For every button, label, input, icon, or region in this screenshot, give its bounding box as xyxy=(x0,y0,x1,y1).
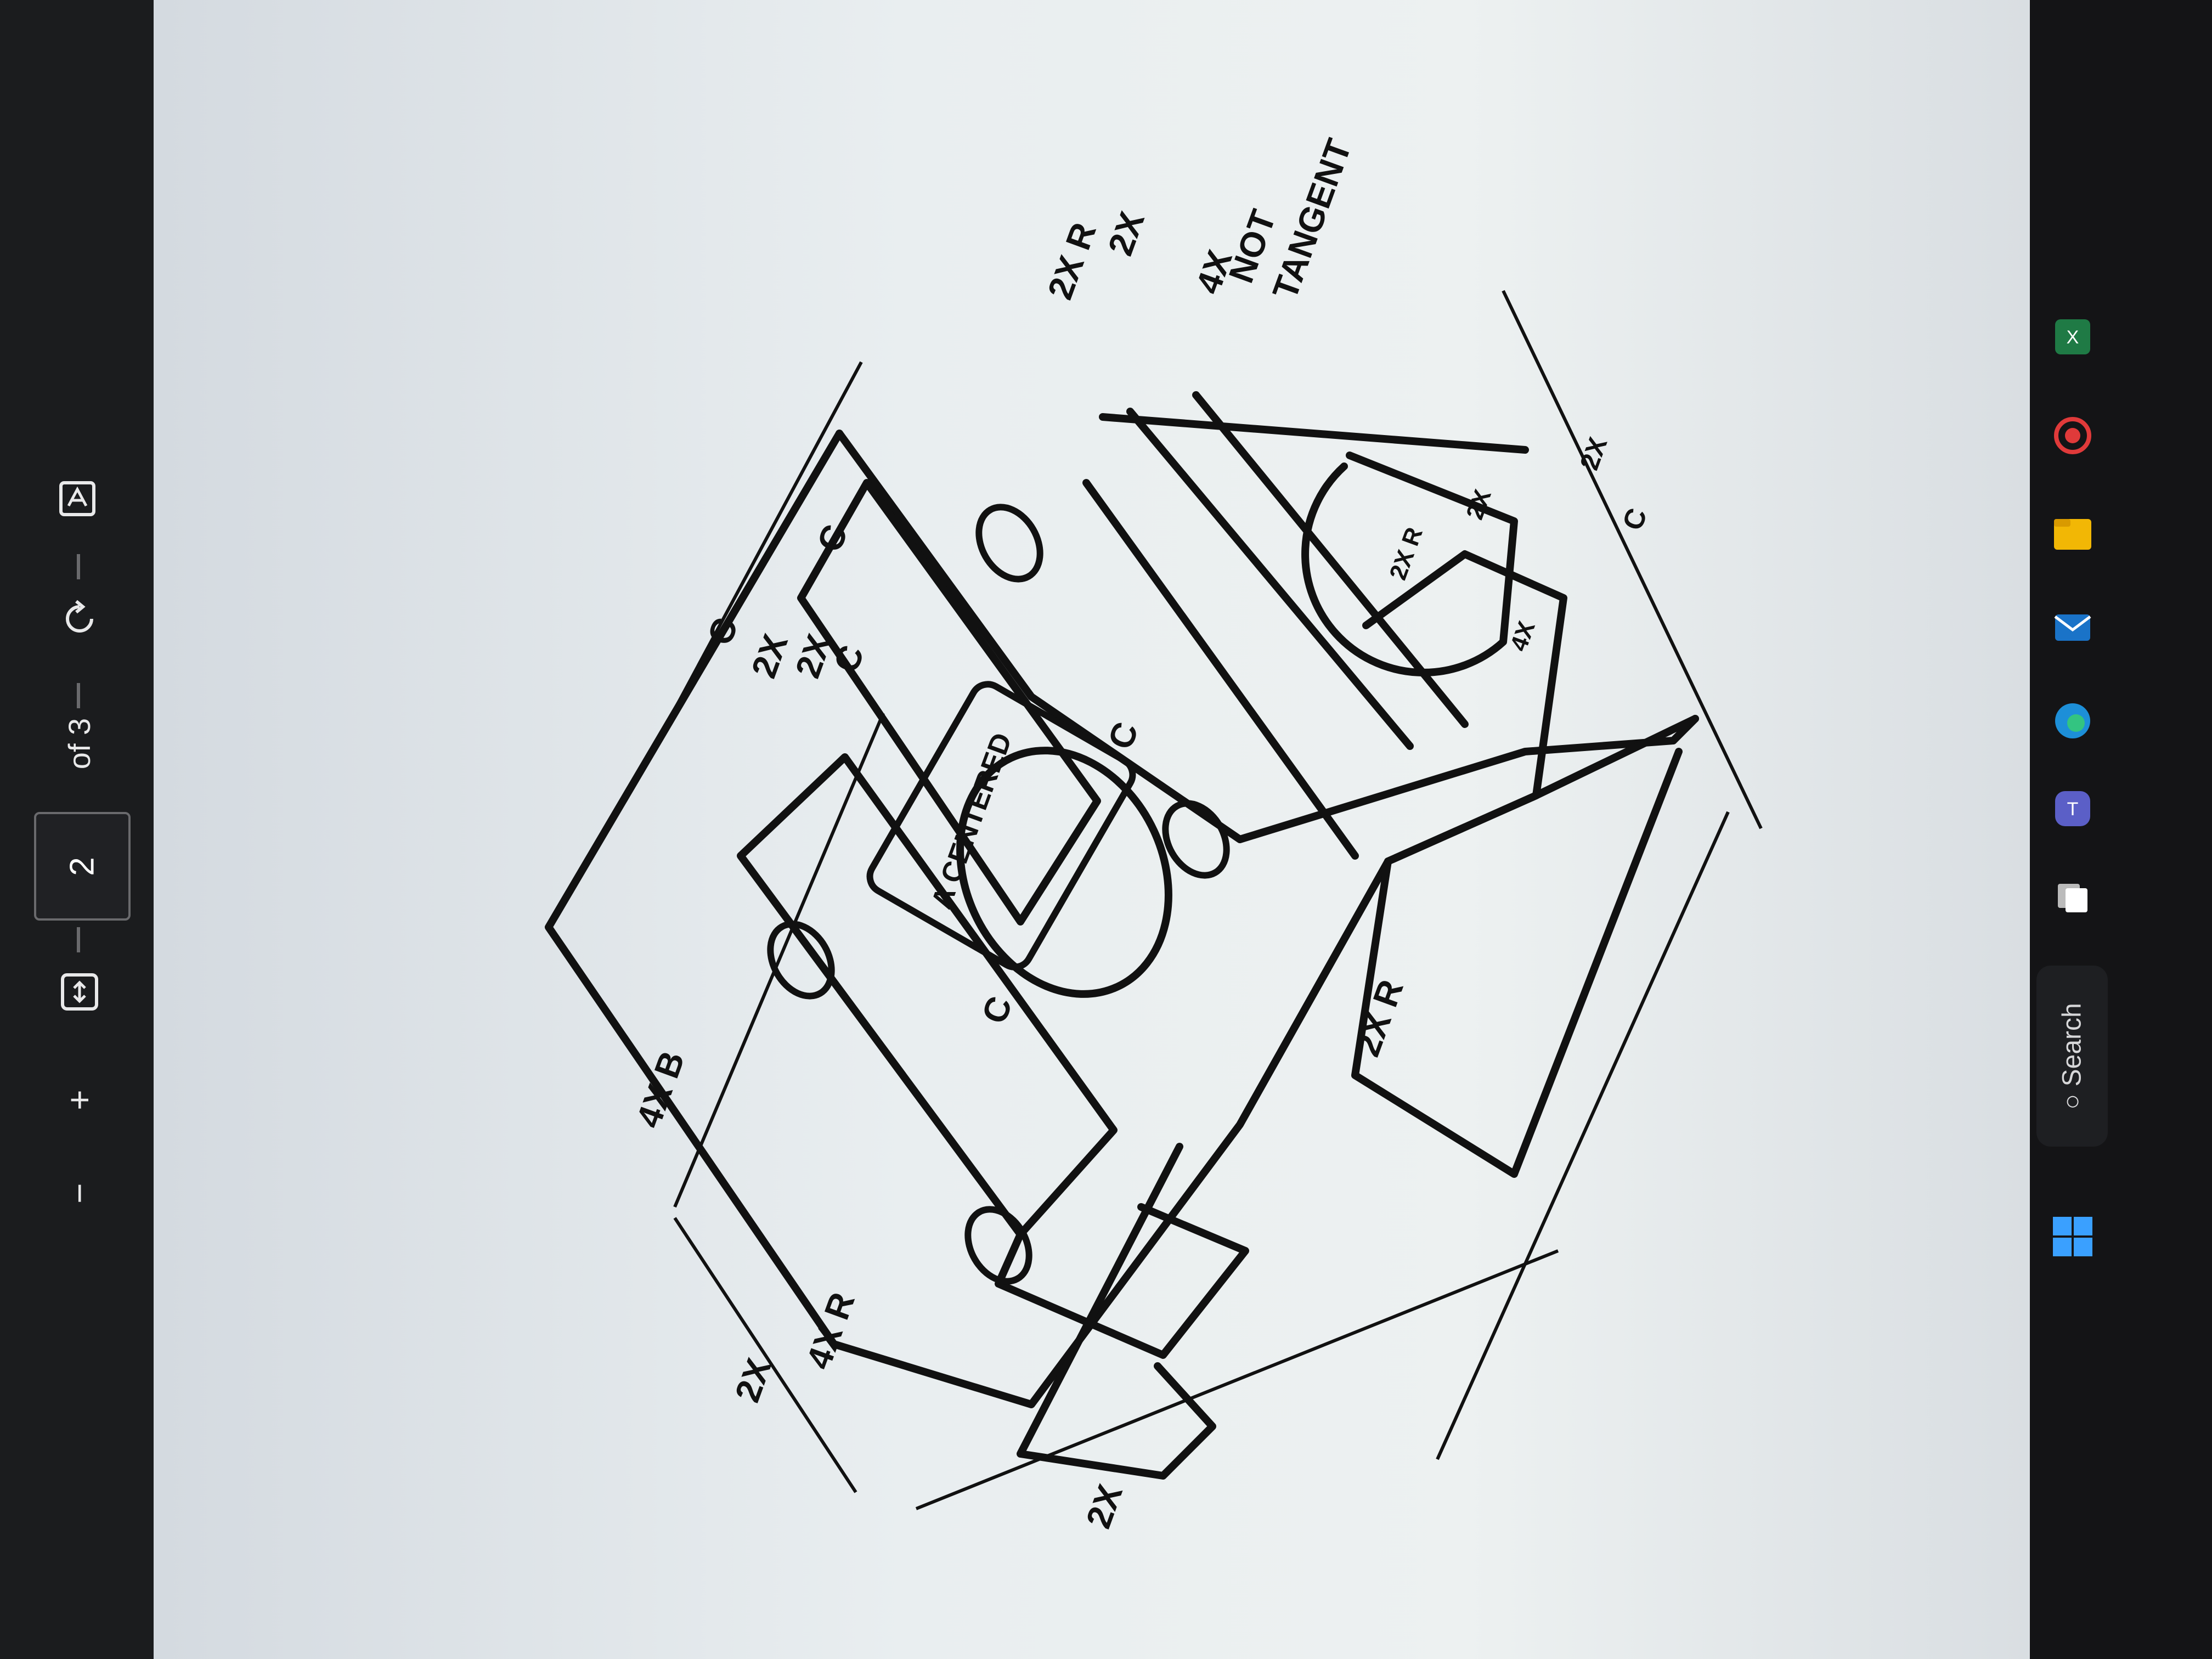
search-label: Search xyxy=(2057,1002,2087,1086)
record-icon xyxy=(2051,414,2095,464)
edge-button[interactable] xyxy=(2040,691,2106,757)
teams-icon: T xyxy=(2052,788,2094,836)
dimension-line xyxy=(1502,290,1763,830)
dimension-line xyxy=(624,361,863,802)
holes xyxy=(767,504,1230,1285)
read-aloud-button[interactable] xyxy=(49,472,110,532)
label-4x-slot: 4X xyxy=(1505,618,1540,654)
label-2x-r-slot: 2X R xyxy=(1384,524,1428,584)
search-icon: ○ xyxy=(2057,1086,2087,1110)
center-boss xyxy=(956,747,1172,998)
dimension-line xyxy=(1436,811,1730,1460)
file-explorer-button[interactable] xyxy=(2040,505,2106,571)
hole-bottom-right xyxy=(1162,800,1230,879)
mail-icon xyxy=(2051,606,2095,656)
hole-top-right xyxy=(975,504,1043,583)
task-view-button[interactable] xyxy=(2040,867,2106,933)
read-aloud-icon xyxy=(55,474,104,531)
label-c-top-1: C xyxy=(699,613,745,650)
dimension-lines xyxy=(624,290,1763,1510)
fit-page-icon xyxy=(58,970,101,1022)
upper-plate xyxy=(797,479,1101,926)
label-2x-r-mid: 2X R xyxy=(1347,974,1410,1061)
rotate-button[interactable] xyxy=(49,592,110,653)
zoom-out-button[interactable]: − xyxy=(60,1183,99,1204)
outline-edge-top xyxy=(836,430,1699,843)
technical-drawing: 4X B 2X 4X R 2X C 2X C 2X C A CENTERED C… xyxy=(545,134,1763,1533)
label-2x-slot-b: 2X xyxy=(1575,433,1613,473)
drawing-outline xyxy=(545,391,1699,1480)
left-slot xyxy=(995,1203,1249,1359)
windows-taskbar xyxy=(2030,0,2212,1659)
label-2x-slot-a: 2X xyxy=(1461,486,1496,523)
edge-icon xyxy=(2051,699,2095,749)
zoom-in-button[interactable]: + xyxy=(60,1090,99,1110)
right-block xyxy=(1362,550,1567,865)
dimension-line xyxy=(673,1217,857,1493)
svg-text:T: T xyxy=(2067,799,2079,820)
page-number-field[interactable]: 2 xyxy=(34,812,131,921)
hole-bottom-left xyxy=(964,1206,1032,1285)
svg-text:X: X xyxy=(2067,327,2079,348)
taskbar-search[interactable]: ○ Search xyxy=(2036,966,2108,1147)
label-c-slot: C xyxy=(1617,504,1654,534)
edge-line xyxy=(1192,391,1469,728)
excel-icon: X xyxy=(2051,315,2095,365)
dimension-line xyxy=(673,712,885,1208)
upper-plate-inner xyxy=(737,753,1118,1238)
label-2x-bottom: 2X xyxy=(1078,1479,1130,1533)
label-c-inner: C xyxy=(826,640,871,678)
mail-button[interactable] xyxy=(2040,598,2106,664)
excel-button[interactable]: X xyxy=(2040,307,2106,373)
edge-line xyxy=(1126,408,1414,750)
right-block-side xyxy=(1351,748,1683,1178)
dimension-line xyxy=(915,1249,1559,1510)
rotate-icon xyxy=(58,597,101,649)
toolbar-divider xyxy=(77,683,80,708)
page-total-label: of 3 xyxy=(62,718,97,769)
windows-start-icon xyxy=(2051,1215,2095,1265)
lower-channel xyxy=(1017,1143,1216,1480)
centered-pocket xyxy=(866,681,1136,970)
fit-page-button[interactable] xyxy=(49,966,110,1026)
label-2x-r-right: 2X R xyxy=(1040,217,1103,304)
label-2x-right: 2X xyxy=(1100,206,1152,260)
pdf-toolbar: − + 2 of 3 xyxy=(0,0,154,1659)
task-view-icon xyxy=(2053,877,2092,922)
hole-top-left xyxy=(767,921,835,1000)
right-u-slot xyxy=(1301,452,1518,676)
record-button[interactable] xyxy=(2040,406,2106,472)
edge-line xyxy=(1099,413,1529,454)
pdf-page: 4X B 2X 4X R 2X C 2X C 2X C A CENTERED C… xyxy=(154,0,2030,1659)
toolbar-divider xyxy=(77,927,80,952)
edge-line xyxy=(1082,479,1359,860)
teams-button[interactable]: T xyxy=(2040,779,2106,845)
windows-start-button[interactable] xyxy=(2040,1207,2106,1273)
label-2x-c-top: 2X xyxy=(743,629,795,682)
file-explorer-icon xyxy=(2050,511,2096,564)
toolbar-divider xyxy=(77,554,80,579)
label-c-top-2: C xyxy=(809,520,855,557)
